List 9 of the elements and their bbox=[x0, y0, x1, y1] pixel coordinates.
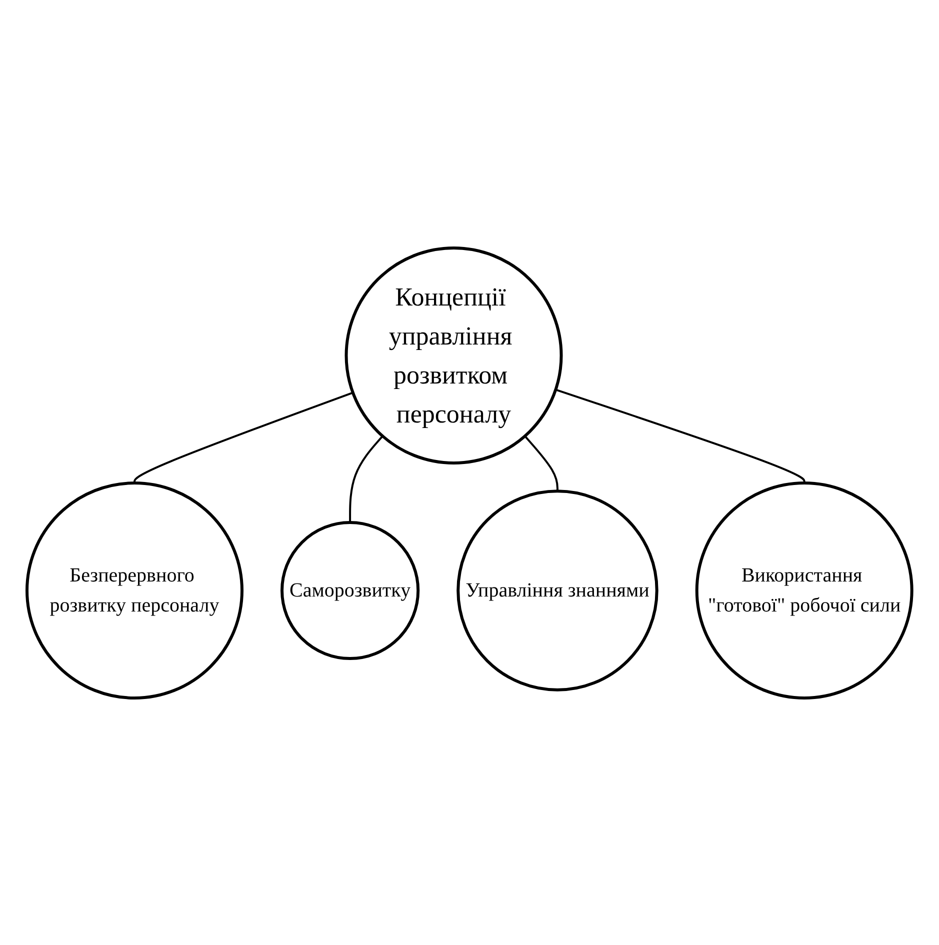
node-circle: Управління знаннями bbox=[456, 489, 658, 691]
connector bbox=[349, 434, 384, 522]
node-circle: Концепції управління розвитком персоналу bbox=[344, 246, 563, 464]
node-circle: Безперервного розвитку персоналу bbox=[26, 481, 244, 699]
connector bbox=[134, 391, 354, 483]
node-circle: Саморозвитку bbox=[280, 520, 420, 660]
node-circle: Використання "готової" робочої сили bbox=[695, 481, 914, 699]
connector bbox=[555, 388, 806, 483]
connector bbox=[524, 434, 559, 491]
